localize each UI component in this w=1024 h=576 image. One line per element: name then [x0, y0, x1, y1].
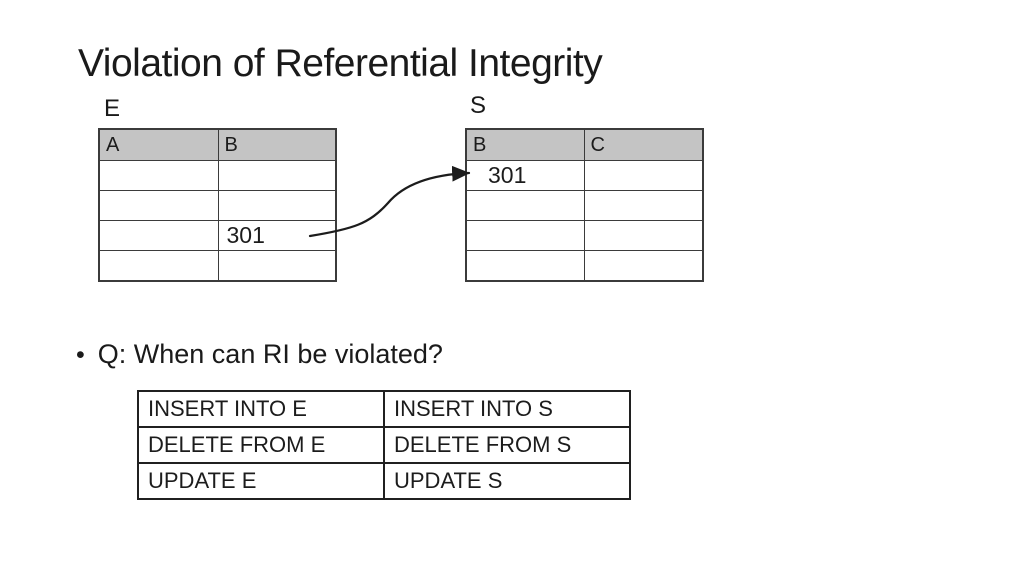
operations-table: INSERT INTO E INSERT INTO S DELETE FROM …: [137, 390, 631, 500]
table-row: DELETE FROM E DELETE FROM S: [137, 426, 631, 464]
arrow-curve: [308, 165, 471, 238]
table-cell: [465, 250, 585, 282]
fk-reference-arrow: [308, 165, 471, 238]
table-cell: [583, 250, 704, 282]
table-row: 301: [465, 160, 704, 191]
table-s-label: S: [470, 92, 487, 119]
column-header-b: B: [465, 128, 585, 161]
column-header-b: B: [217, 128, 337, 161]
bullet-text: Q: When can RI be violated?: [97, 339, 443, 369]
operation-cell: UPDATE S: [383, 462, 631, 500]
table-cell: [217, 250, 337, 282]
table-header-row: B C: [465, 128, 704, 161]
table-cell-pk-value: 301: [465, 160, 585, 191]
table-cell: [98, 190, 219, 221]
operation-cell: DELETE FROM S: [383, 426, 631, 464]
table-cell: [583, 220, 704, 251]
relation-table-s: B C 301: [465, 128, 704, 282]
table-e-label: E: [104, 95, 121, 122]
table-row: UPDATE E UPDATE S: [137, 462, 631, 500]
operation-cell: DELETE FROM E: [137, 426, 385, 464]
table-cell: [98, 220, 219, 251]
column-header-c: C: [583, 128, 704, 161]
table-row: [465, 220, 704, 251]
table-cell: [217, 190, 337, 221]
table-cell: [98, 250, 219, 282]
table-cell: [583, 160, 704, 191]
bullet-icon: •: [76, 341, 85, 369]
table-row: [465, 190, 704, 221]
table-cell: [583, 190, 704, 221]
table-row: INSERT INTO E INSERT INTO S: [137, 390, 631, 428]
operation-cell: INSERT INTO S: [383, 390, 631, 428]
column-header-a: A: [98, 128, 219, 161]
table-header-row: A B: [98, 128, 337, 161]
page-title: Violation of Referential Integrity: [78, 42, 603, 85]
table-row: [465, 250, 704, 282]
table-row: [98, 250, 337, 282]
table-cell: [98, 160, 219, 191]
bullet-item: • Q: When can RI be violated?: [76, 339, 443, 370]
operation-cell: INSERT INTO E: [137, 390, 385, 428]
operation-cell: UPDATE E: [137, 462, 385, 500]
table-cell: [465, 220, 585, 251]
